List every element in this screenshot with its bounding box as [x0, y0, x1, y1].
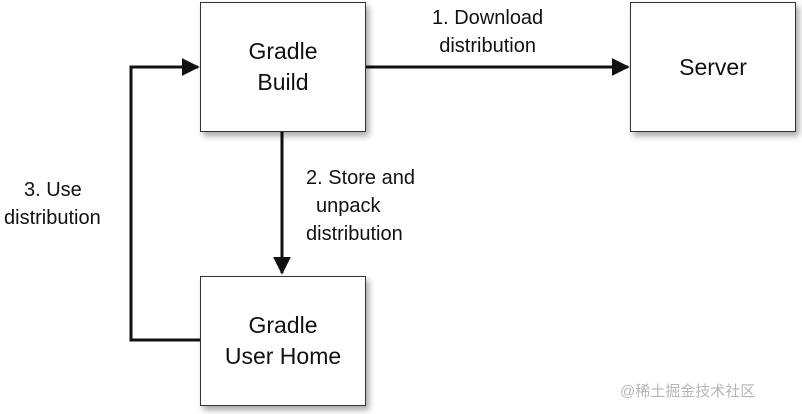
store-edge-label-line3: distribution	[306, 223, 403, 245]
watermark: @稀土掘金技术社区	[620, 383, 756, 400]
store-edge-label-line2: unpack	[316, 195, 381, 217]
gradle-user-home-label-line2: User Home	[224, 343, 342, 369]
gradle-user-home-node: Gradle User Home	[200, 276, 366, 406]
use-edge-label: 3. Use distribution	[4, 176, 101, 232]
download-edge-label: 1. Download distribution	[432, 4, 543, 60]
gradle-user-home-label-line1: Gradle	[248, 312, 318, 338]
gradle-build-node: Gradle Build	[200, 2, 366, 132]
server-label: Server	[679, 53, 747, 80]
store-edge-label-line1: 2. Store and	[306, 167, 415, 189]
download-edge-label-line2: distribution	[439, 35, 536, 57]
server-node: Server	[630, 2, 796, 132]
use-edge-label-line2: distribution	[4, 207, 101, 229]
gradle-build-label-line1: Gradle	[248, 38, 318, 64]
store-edge-label: 2. Store and unpack distribution	[306, 164, 415, 248]
use-edge-label-line1: 3. Use	[24, 179, 82, 201]
download-edge-label-line1: 1. Download	[432, 7, 544, 29]
gradle-build-label-line2: Build	[257, 69, 309, 95]
arrow-use	[129, 58, 200, 342]
